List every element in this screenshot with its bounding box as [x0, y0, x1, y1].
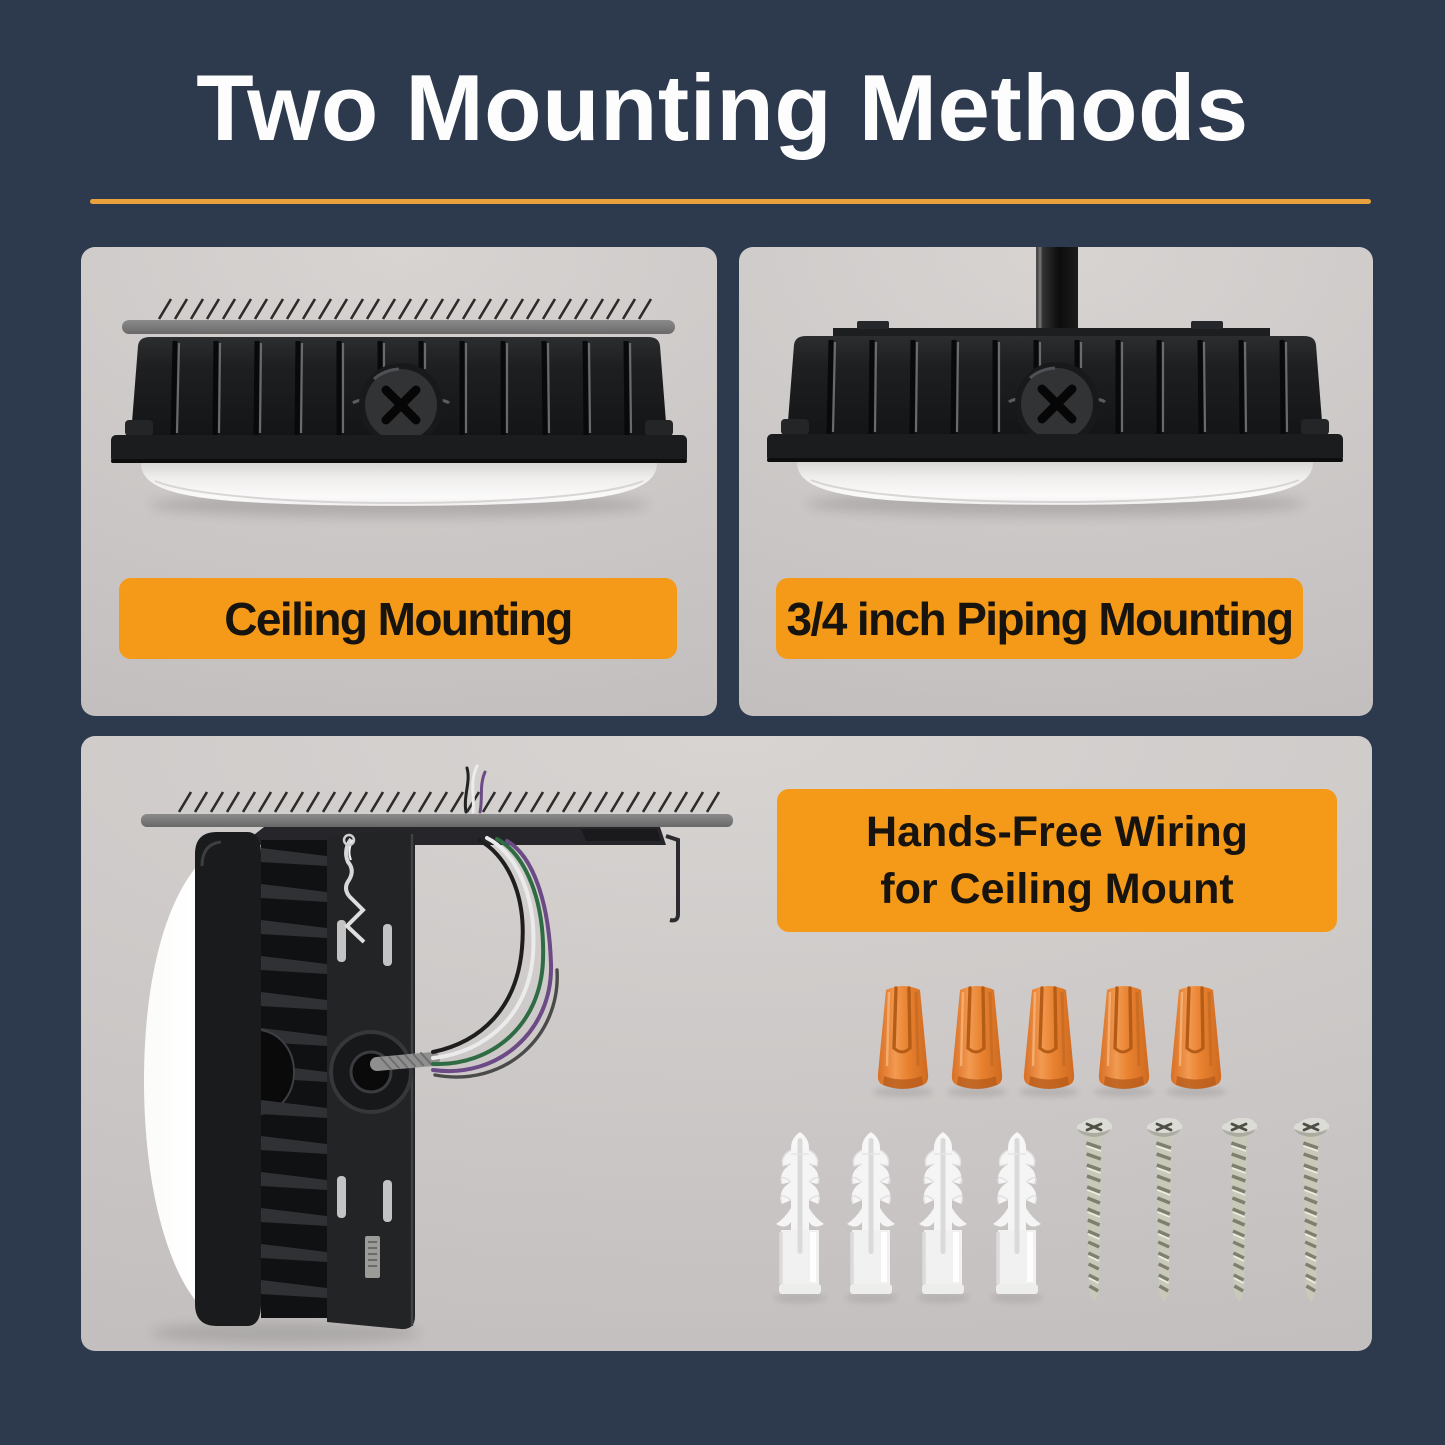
- wall-anchor: [847, 1132, 895, 1294]
- ceiling-hatch-icon: [157, 297, 653, 321]
- heat-sink-fins: [260, 840, 327, 1318]
- screw: [1220, 1116, 1259, 1304]
- ceiling-bar: [122, 320, 675, 334]
- panel-ceiling-mounting: Ceiling Mounting: [81, 247, 717, 716]
- wire-nut: [1169, 984, 1223, 1091]
- wire-nut: [1097, 984, 1151, 1091]
- safety-cable: [342, 833, 366, 944]
- mounting-pipe: [1036, 247, 1078, 335]
- ceiling-bar: [141, 814, 733, 827]
- title-divider: [90, 199, 1371, 204]
- piping-mounting-illustration: [739, 247, 1373, 716]
- screw: [1292, 1116, 1331, 1304]
- wall-anchor: [993, 1132, 1041, 1294]
- wire-nut: [1022, 984, 1076, 1091]
- wall-anchor: [776, 1132, 824, 1294]
- canopy-light-side: [144, 829, 421, 1344]
- screw: [1145, 1116, 1184, 1304]
- canopy-light-front: [767, 336, 1343, 516]
- mounting-clips: [337, 920, 392, 1222]
- screw: [1075, 1116, 1114, 1304]
- ceiling-mounting-label: Ceiling Mounting: [119, 578, 677, 659]
- wall-anchors-set: [774, 1132, 1043, 1303]
- wiring-loop: [370, 836, 559, 1079]
- wire-nut: [876, 984, 930, 1091]
- page-title: Two Mounting Methods: [196, 55, 1249, 160]
- ceiling-hatch-icon: [177, 790, 721, 814]
- wall-anchor: [919, 1132, 967, 1294]
- hands-free-wiring-label: Hands-Free Wiring for Ceiling Mount: [777, 789, 1337, 932]
- hands-free-wiring-illustration: [141, 764, 1331, 1344]
- mounting-plate: [833, 321, 1270, 337]
- ceiling-mounting-illustration: [81, 297, 717, 716]
- wire-nuts-set: [873, 984, 1226, 1097]
- piping-mounting-label: 3/4 inch Piping Mounting: [776, 578, 1303, 659]
- wires-above-ceiling: [463, 764, 487, 814]
- wire-nut: [950, 984, 1004, 1091]
- canopy-light-front: [111, 337, 687, 517]
- panel-piping-mounting: 3/4 inch Piping Mounting: [739, 247, 1373, 716]
- panel-hands-free-wiring: Hands-Free Wiring for Ceiling Mount: [81, 736, 1372, 1351]
- screws-set: [1075, 1116, 1331, 1304]
